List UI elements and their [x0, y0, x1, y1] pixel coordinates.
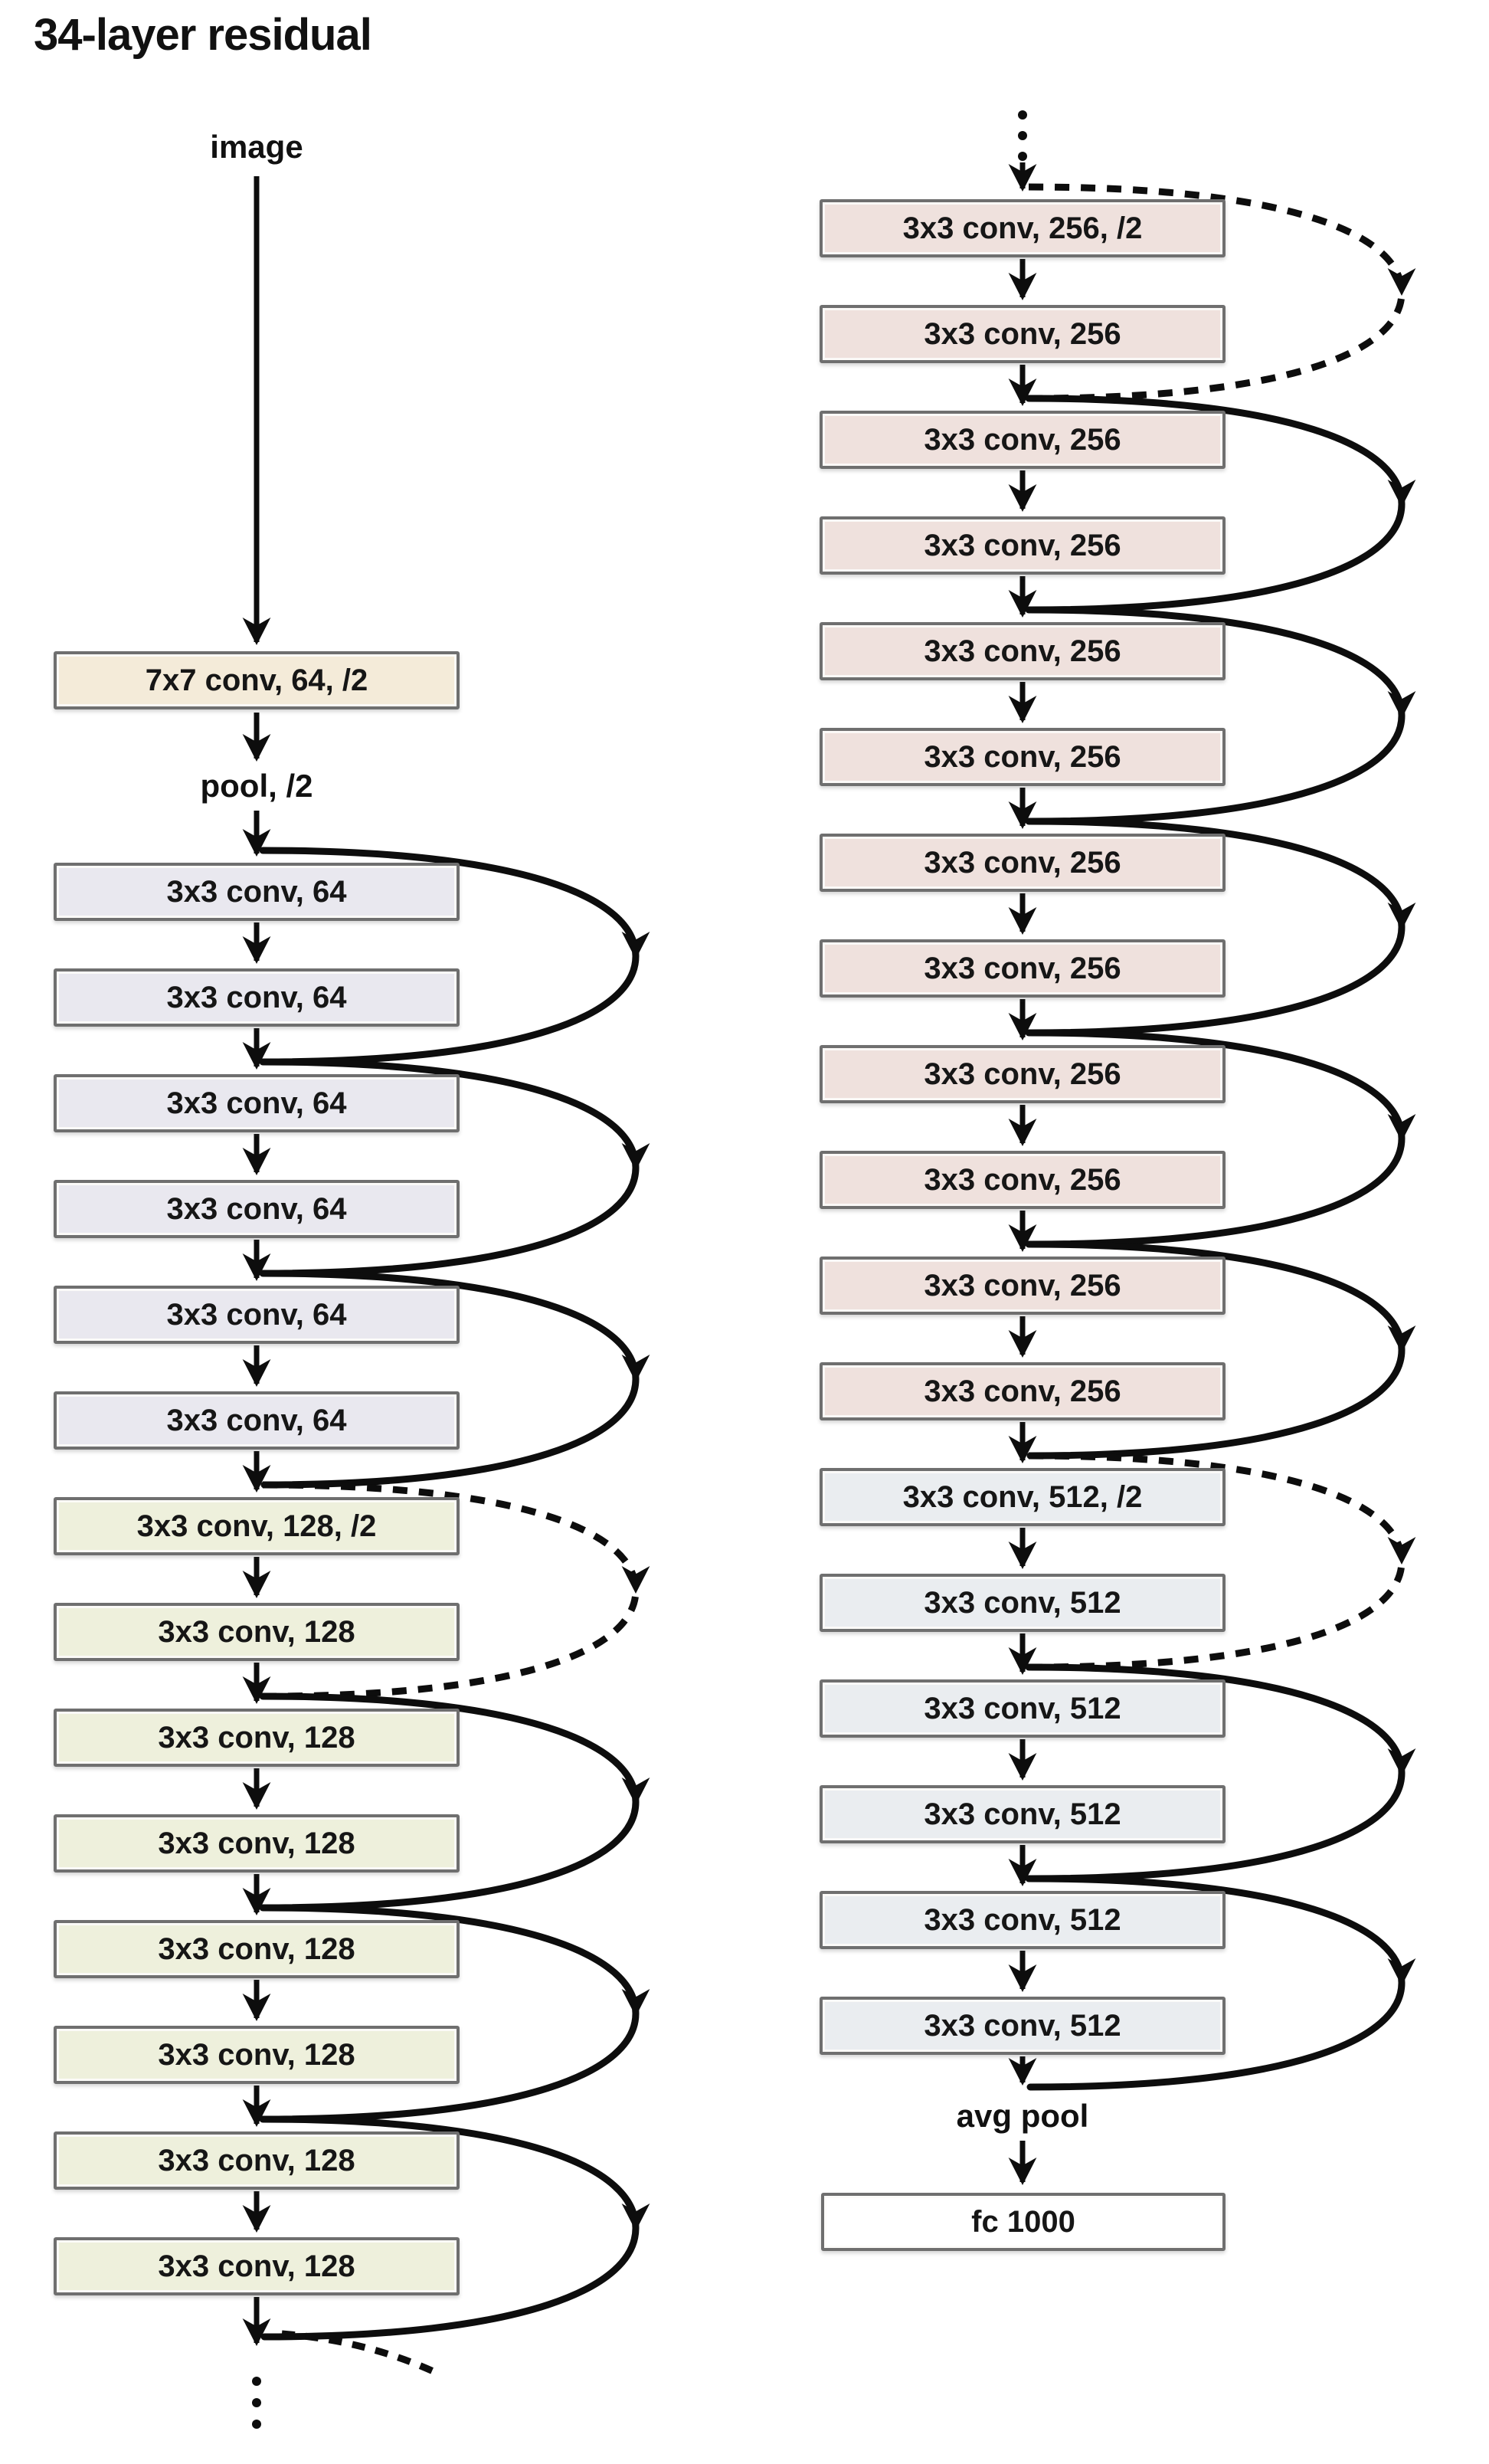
conv-box: 3x3 conv, 128	[54, 1920, 460, 1978]
conv-box: 3x3 conv, 128	[54, 1709, 460, 1767]
diagram-title: 34-layer residual	[34, 10, 372, 60]
pool-label: pool, /2	[200, 768, 313, 804]
conv-box: 3x3 conv, 256	[820, 1045, 1226, 1103]
conv-box: 3x3 conv, 512	[820, 1891, 1226, 1949]
conv-box: 3x3 conv, 256	[820, 305, 1226, 363]
conv-box: 3x3 conv, 64	[54, 1391, 460, 1450]
skip-connection-solid	[1025, 1663, 1416, 1882]
conv-box: 3x3 conv, 256	[820, 622, 1226, 680]
continuation-dashed-stub	[281, 2330, 440, 2377]
conv-box: 3x3 conv, 512	[820, 1574, 1226, 1632]
continuation-dot	[252, 2377, 261, 2386]
conv-box: 3x3 conv, 128	[54, 2026, 460, 2084]
conv-box: 3x3 conv, 128	[54, 2131, 460, 2190]
conv-box: 3x3 conv, 64	[54, 863, 460, 921]
continuation-dot	[1018, 152, 1027, 161]
skip-connection-solid	[259, 1692, 650, 1912]
continuation-dot	[1018, 110, 1027, 120]
skip-connection-solid	[259, 2115, 650, 2341]
conv-box: 3x3 conv, 512, /2	[820, 1468, 1226, 1526]
skip-connection-solid	[259, 1904, 650, 2123]
conv-box: 3x3 conv, 64	[54, 968, 460, 1027]
conv-box: 3x3 conv, 256	[820, 834, 1226, 892]
conv-box: 3x3 conv, 128	[54, 2237, 460, 2295]
skip-connection-solid	[259, 847, 650, 1066]
skip-connection-solid	[1025, 818, 1416, 1037]
conv-box: 3x3 conv, 128	[54, 1814, 460, 1873]
skip-connection-solid	[1025, 606, 1416, 825]
conv-box: 3x3 conv, 512	[820, 1997, 1226, 2055]
continuation-dot	[1018, 131, 1027, 140]
conv-box: 3x3 conv, 512	[820, 1785, 1226, 1843]
skip-connection-solid	[1025, 1240, 1416, 1460]
conv-box: 3x3 conv, 256	[820, 939, 1226, 998]
conv-box: 3x3 conv, 256	[820, 1362, 1226, 1420]
continuation-dot	[252, 2420, 261, 2429]
conv-box: 3x3 conv, 256, /2	[820, 199, 1226, 257]
fc-box: fc 1000	[821, 2193, 1226, 2251]
conv-box: 3x3 conv, 512	[820, 1679, 1226, 1738]
continuation-dot	[252, 2398, 261, 2407]
conv-box: 3x3 conv, 128	[54, 1603, 460, 1661]
conv-box: 3x3 conv, 256	[820, 728, 1226, 786]
conv-box: 3x3 conv, 64	[54, 1074, 460, 1132]
skip-connection-solid	[1025, 1029, 1416, 1248]
input-label: image	[210, 129, 303, 165]
conv-box: 3x3 conv, 64	[54, 1180, 460, 1238]
avgpool-label: avg pool	[956, 2098, 1089, 2134]
skip-connection-solid	[1025, 1875, 1416, 2091]
conv-box: 3x3 conv, 256	[820, 1151, 1226, 1209]
skip-connection-solid	[259, 1058, 650, 1277]
stem-conv-box: 7x7 conv, 64, /2	[54, 651, 460, 709]
conv-box: 3x3 conv, 64	[54, 1286, 460, 1344]
conv-box: 3x3 conv, 256	[820, 516, 1226, 575]
skip-connection-solid	[1025, 395, 1416, 614]
skip-connection-solid	[259, 1270, 650, 1489]
conv-box: 3x3 conv, 256	[820, 411, 1226, 469]
conv-box: 3x3 conv, 256	[820, 1257, 1226, 1315]
conv-box: 3x3 conv, 128, /2	[54, 1497, 460, 1555]
